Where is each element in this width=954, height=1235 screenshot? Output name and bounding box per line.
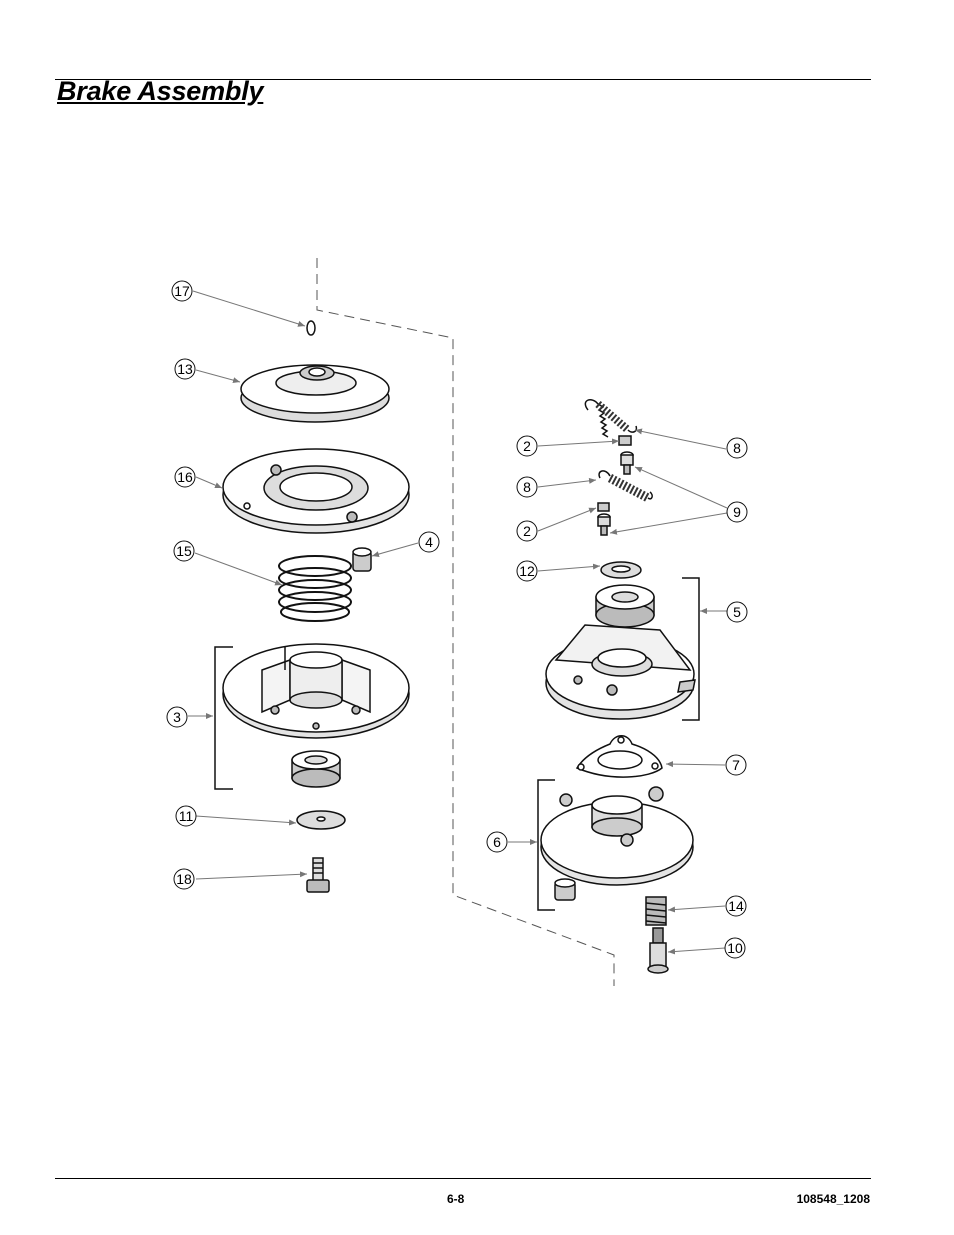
part-spring-8-lower [598,470,653,502]
part-backing-plate-3 [222,643,410,739]
part-pin-10 [647,927,669,974]
svg-text:15: 15 [176,543,192,559]
callout-6: 6 [486,831,508,853]
callout-5: 5 [726,601,748,623]
part-pin-9-lower [597,513,611,536]
svg-text:4: 4 [425,534,433,550]
part-bolt-18 [306,857,330,893]
svg-text:12: 12 [519,563,535,579]
bracket-group-5 [682,577,700,721]
svg-text:2: 2 [523,523,531,539]
part-nut-4 [352,547,372,572]
document-number: 108548_1208 [796,1192,870,1206]
callout-9-upper: 9 [726,501,748,523]
footer-rule [55,1178,871,1179]
callout-2-lower: 2 [516,520,538,542]
leader-lines [188,290,728,955]
callout-7: 7 [725,754,747,776]
callout-11: 11 [175,805,197,827]
part-key-17 [306,320,316,336]
part-spring-14 [645,896,667,926]
callout-8-upper: 8 [726,437,748,459]
part-brake-plate-16 [222,448,410,534]
part-washer-12 [600,561,642,579]
page-title: Brake Assembly [57,76,264,106]
part-gasket-7 [575,735,663,778]
svg-text:6: 6 [493,834,501,850]
callout-labels: 17 13 16 15 4 3 11 18 2 8 8 9 2 12 5 7 6… [166,280,748,959]
part-housing-6 [540,786,694,886]
svg-text:10: 10 [727,940,743,956]
callout-10: 10 [724,937,746,959]
callout-14: 14 [725,895,747,917]
callout-17: 17 [171,280,193,302]
svg-text:18: 18 [176,871,192,887]
svg-text:2: 2 [523,438,531,454]
svg-text:9: 9 [733,504,741,520]
svg-text:7: 7 [732,757,740,773]
callout-15: 15 [173,540,195,562]
svg-text:14: 14 [728,898,744,914]
part-spring-15 [278,555,352,622]
part-brake-drum-13 [240,364,390,423]
callout-4: 4 [418,531,440,553]
svg-text:5: 5 [733,604,741,620]
part-spring-8-upper [584,399,638,438]
svg-text:11: 11 [179,808,194,824]
svg-text:8: 8 [523,479,531,495]
header-rule [55,79,871,80]
page-number: 6-8 [447,1192,465,1206]
svg-text:13: 13 [177,361,193,377]
callout-2-upper: 2 [516,435,538,457]
svg-text:17: 17 [174,283,190,299]
bracket-group-3 [214,646,233,790]
part-nut-2-upper [618,435,632,446]
bracket-group-6 [537,779,555,911]
part-washer-11 [296,810,346,830]
svg-text:3: 3 [173,709,181,725]
part-housing-5 [545,624,696,720]
assembly-axis-line [316,258,615,986]
callout-3: 3 [166,706,188,728]
part-nut-2-lower [597,502,610,512]
callout-18: 18 [173,868,195,890]
svg-text:8: 8 [733,440,741,456]
callout-8-lower: 8 [516,476,538,498]
part-bearing-5 [595,584,655,628]
part-nut-6 [554,878,576,901]
callout-13: 13 [174,358,196,380]
part-bearing [291,750,341,788]
svg-text:16: 16 [177,469,193,485]
callout-12: 12 [516,560,538,582]
callout-16: 16 [174,466,196,488]
part-pin-9-upper [620,451,634,475]
